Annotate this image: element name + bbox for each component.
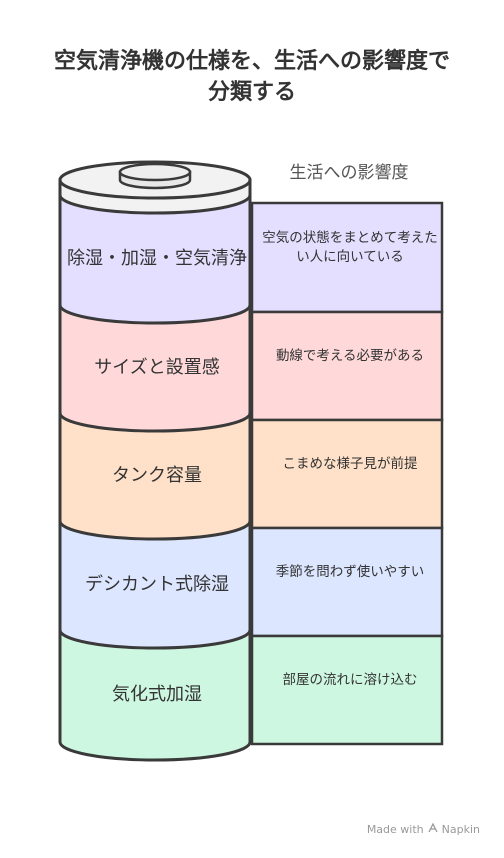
segment-label-2: サイズと設置感 — [94, 357, 220, 378]
segment-description-3: こまめな様子見が前提 — [282, 455, 418, 472]
watermark-brand: Napkin — [441, 823, 480, 836]
cylinder-segment-2 — [58, 303, 252, 433]
description-box-5 — [250, 634, 444, 746]
segment-description-2: 動線で考える必要がある — [275, 347, 425, 364]
cylinder-segment-3 — [58, 411, 252, 541]
segment-description-1: 空気の状態をまとめて考えたい人に向いている — [262, 229, 438, 265]
title-line-1: 空気清浄機の仕様を、生活への影響度で — [53, 49, 450, 74]
napkin-logo-icon — [428, 822, 438, 836]
legend-label: 生活への影響度 — [289, 163, 409, 183]
cylinder-segment-4 — [58, 519, 252, 650]
segment-label-5: 気化式加湿 — [112, 684, 202, 705]
description-box-1 — [250, 201, 444, 314]
segment-label-1: 除湿・加湿・空気清浄 — [67, 248, 247, 269]
segment-label-4: デシカント式除湿 — [85, 573, 229, 595]
cylinder-segment-1 — [58, 193, 252, 325]
cylinder-knob-top — [118, 162, 192, 182]
cylinder-segment-5 — [58, 628, 252, 762]
segment-description-4: 季節を問わず使いやすい — [275, 563, 425, 580]
watermark-text: Made with — [366, 823, 424, 836]
description-box-2 — [250, 310, 444, 422]
description-box-3 — [250, 418, 444, 530]
description-box-4 — [250, 526, 444, 638]
page-title: 空気清浄機の仕様を、生活への影響度で 分類する — [0, 46, 504, 108]
watermark: Made with Napkin — [366, 822, 480, 836]
description-boxes — [250, 201, 444, 746]
title-line-2: 分類する — [207, 80, 296, 105]
segment-label-3: タンク容量 — [112, 465, 202, 486]
segment-description-5: 部屋の流れに溶け込む — [282, 671, 418, 688]
cylinder — [58, 160, 252, 762]
